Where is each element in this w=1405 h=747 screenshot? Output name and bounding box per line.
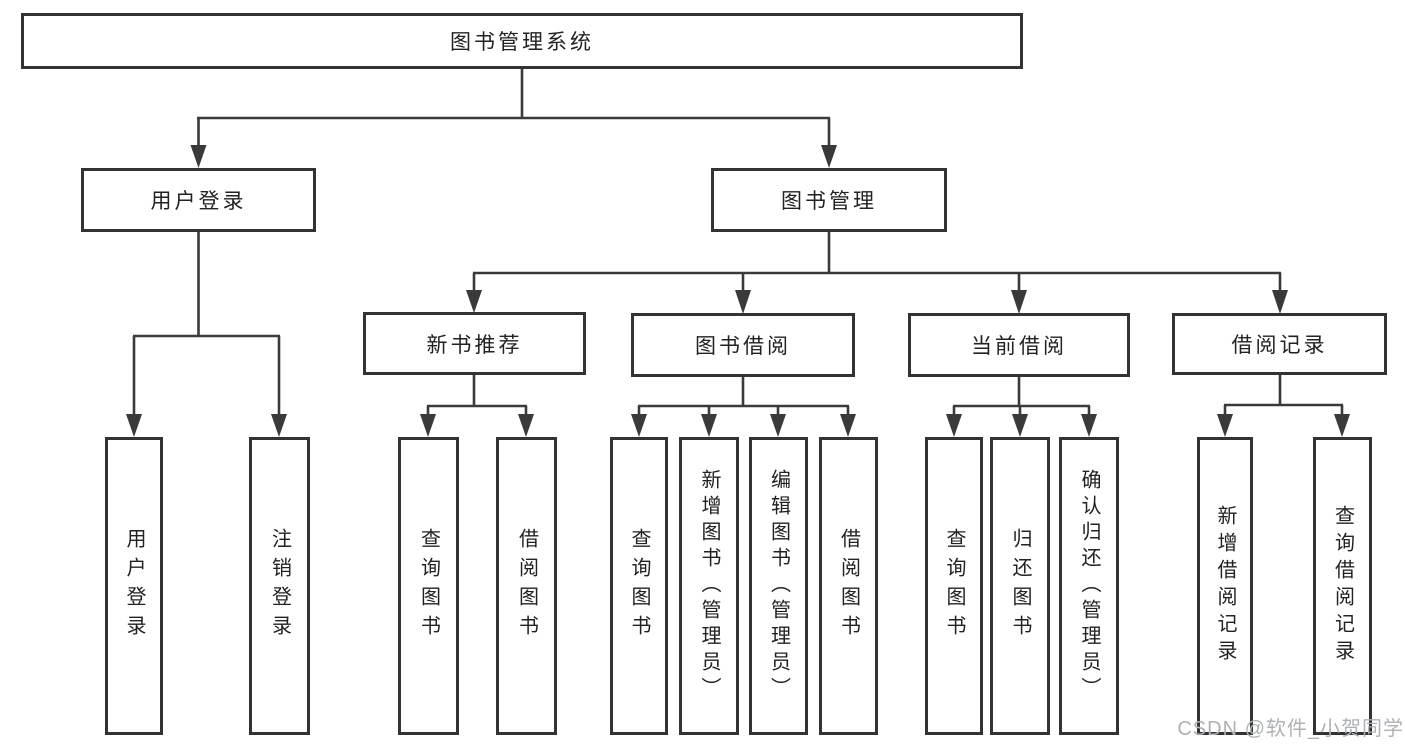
- leaf-add-book-admin: 新增图书（管理员）: [679, 437, 739, 735]
- leaf-edit-book-admin: 编辑图书（管理员）: [749, 437, 808, 735]
- connector-root-children: [190, 69, 837, 168]
- leaf-query-book-borrow-label: 查询图书: [628, 528, 650, 644]
- leaf-query-borrow-record: 查询借阅记录: [1313, 437, 1372, 735]
- leaf-logout: 注销登录: [249, 437, 310, 735]
- connector-newbookrec-children: [420, 375, 534, 437]
- leaf-borrow-book-recommend-label: 借阅图书: [515, 528, 538, 644]
- connector-bookmgmt-children: [466, 232, 1288, 314]
- leaf-borrow-book-borrow: 借阅图书: [819, 437, 878, 735]
- leaf-query-book-borrow: 查询图书: [610, 437, 668, 735]
- node-borrow-record-label: 借阅记录: [1231, 334, 1328, 357]
- leaf-borrow-book-recommend: 借阅图书: [496, 437, 557, 735]
- node-current-borrow: 当前借阅: [908, 313, 1130, 377]
- node-book-management: 图书管理: [711, 168, 947, 232]
- node-book-borrow-label: 图书借阅: [695, 335, 791, 358]
- node-current-borrow-label: 当前借阅: [971, 335, 1067, 358]
- leaf-logout-label: 注销登录: [268, 528, 291, 644]
- leaf-user-login-label: 用户登录: [123, 528, 145, 644]
- connector-userlogin-children: [126, 232, 287, 437]
- leaf-borrow-book-borrow-label: 借阅图书: [837, 528, 860, 644]
- node-root: 图书管理系统: [21, 13, 1023, 69]
- leaf-edit-book-admin-label: 编辑图书（管理员）: [767, 469, 790, 703]
- node-user-login-label: 用户登录: [150, 190, 247, 213]
- leaf-query-book-recommend-label: 查询图书: [417, 528, 440, 644]
- connector-currentborrow-children: [946, 377, 1097, 437]
- leaf-confirm-return-admin-label: 确认归还（管理员）: [1078, 469, 1100, 703]
- leaf-return-book-label: 归还图书: [1009, 528, 1031, 644]
- leaf-return-book: 归还图书: [990, 437, 1050, 735]
- leaf-confirm-return-admin: 确认归还（管理员）: [1059, 437, 1119, 735]
- connector-bookborrow-children: [631, 377, 856, 437]
- node-root-label: 图书管理系统: [450, 31, 594, 54]
- node-book-borrow: 图书借阅: [631, 313, 855, 377]
- leaf-query-borrow-record-label: 查询借阅记录: [1331, 505, 1354, 667]
- node-new-book-recommend: 新书推荐: [363, 312, 586, 375]
- leaf-query-book-current-label: 查询图书: [943, 528, 965, 644]
- csdn-watermark: CSDN @软件_小贺同学: [1177, 718, 1404, 740]
- leaf-add-borrow-record-label: 新增借阅记录: [1214, 505, 1236, 667]
- leaf-user-login: 用户登录: [105, 437, 163, 735]
- leaf-query-book-current: 查询图书: [925, 437, 983, 735]
- node-new-book-recommend-label: 新书推荐: [426, 333, 523, 357]
- leaf-add-book-admin-label: 新增图书（管理员）: [698, 469, 720, 703]
- node-borrow-record: 借阅记录: [1172, 313, 1387, 375]
- node-user-login: 用户登录: [81, 168, 316, 232]
- leaf-query-book-recommend: 查询图书: [398, 437, 459, 735]
- node-book-management-label: 图书管理: [781, 190, 877, 213]
- leaf-add-borrow-record: 新增借阅记录: [1197, 437, 1253, 735]
- connector-borrowrecord-children: [1217, 375, 1350, 437]
